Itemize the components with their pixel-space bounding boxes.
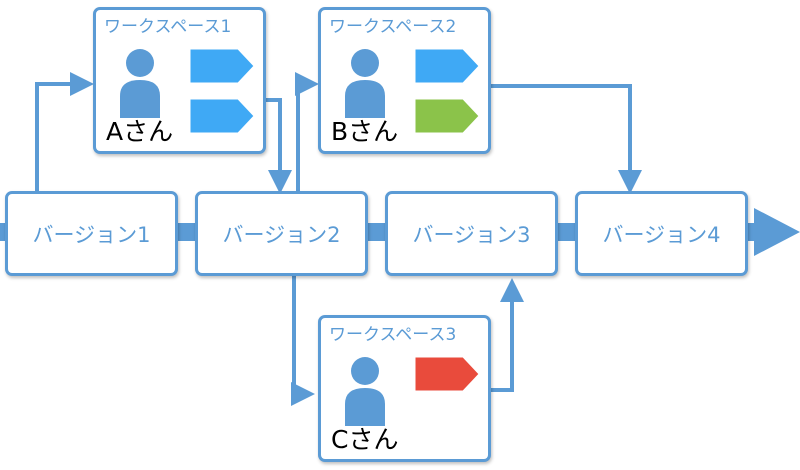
version-box-1: バージョン1 — [5, 191, 178, 276]
version-box-2: バージョン2 — [195, 191, 368, 276]
person-icon — [345, 357, 385, 426]
workspace-box-2: ワークスペース2 Bさん — [318, 7, 491, 154]
tag-red-icon — [414, 356, 480, 392]
tag-blue-icon — [414, 48, 480, 84]
version-label: バージョン1 — [32, 222, 151, 247]
connector-ws1-to-v2 — [265, 98, 292, 194]
user-label: Cさん — [331, 425, 399, 454]
version-label: バージョン4 — [602, 222, 721, 247]
workspace-box-1: ワークスペース1 Aさん — [93, 7, 266, 154]
tag-blue-icon — [189, 48, 255, 84]
version-label: バージョン3 — [412, 222, 531, 247]
tag-green-icon — [414, 98, 480, 134]
timeline-arrowhead — [754, 208, 800, 256]
user-label: Aさん — [106, 117, 174, 146]
user-label: Bさん — [331, 117, 399, 146]
connector-v2-to-ws3 — [291, 276, 315, 406]
version-box-4: バージョン4 — [575, 191, 748, 276]
connector-ws2-to-v4 — [490, 84, 642, 194]
tag-blue-icon — [189, 98, 255, 134]
timeline-bar — [0, 223, 760, 241]
person-icon — [120, 49, 160, 118]
version-label: バージョン2 — [222, 222, 341, 247]
connector-v1-to-ws1 — [35, 72, 94, 193]
workspace-title: ワークスペース3 — [329, 325, 457, 345]
connector-ws3-to-v3 — [490, 278, 524, 392]
workspace-box-3: ワークスペース3 Cさん — [318, 315, 491, 462]
person-icon — [345, 49, 385, 118]
workspace-title: ワークスペース2 — [329, 17, 457, 37]
connector-v2-to-ws2 — [295, 72, 319, 193]
workspace-title: ワークスペース1 — [104, 17, 232, 37]
version-box-3: バージョン3 — [385, 191, 558, 276]
